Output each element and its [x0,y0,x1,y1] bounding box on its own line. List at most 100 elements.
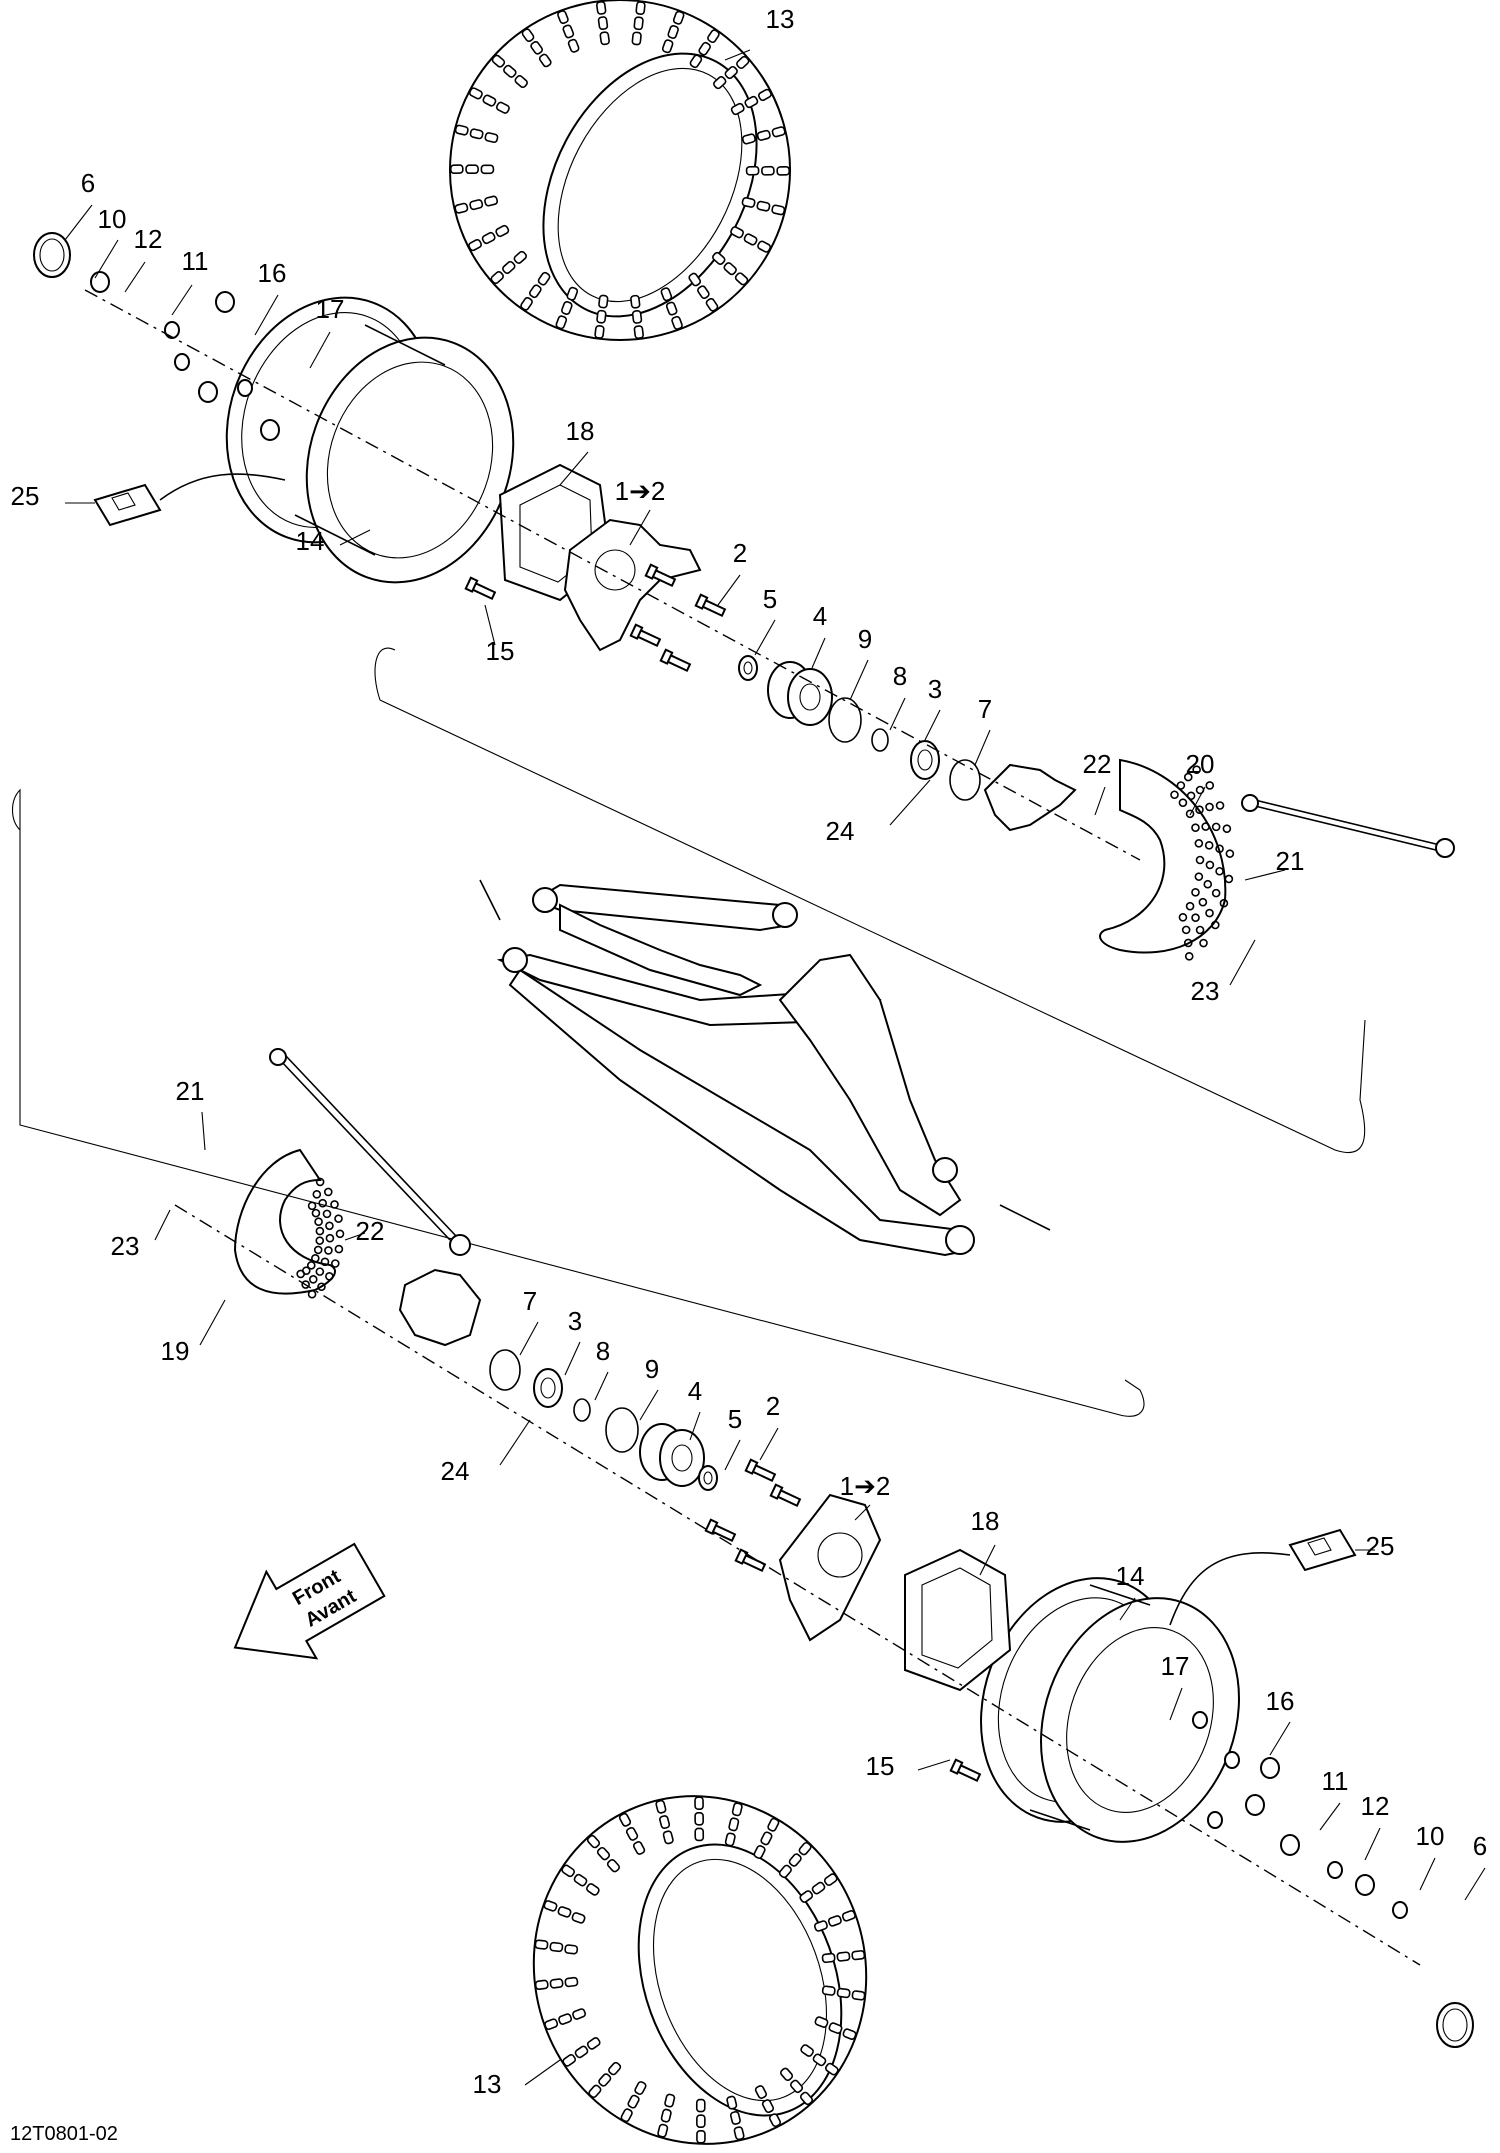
callout-c10a[interactable]: 10 [98,204,127,234]
washer[interactable] [164,321,180,339]
brake-disc-lower[interactable] [233,1148,345,1299]
callout-c15b[interactable]: 15 [866,1751,895,1781]
callout-c11a[interactable]: 11 [182,246,209,276]
callout-c22b[interactable]: 22 [356,1216,385,1246]
rim-lower[interactable] [948,1550,1272,1870]
wheel-nut[interactable] [1355,1874,1375,1896]
callout-c25a[interactable]: 25 [11,481,40,511]
wheel-nut[interactable] [1280,1834,1300,1856]
callout-c2a[interactable]: 2 [733,538,747,568]
oring-small-upper[interactable] [871,728,889,752]
callout-c7b[interactable]: 7 [523,1286,537,1316]
hardware[interactable] [33,232,1474,2048]
callout-c3a[interactable]: 3 [928,674,942,704]
hub-cap-lower[interactable] [1436,2002,1474,2048]
decal-upper[interactable] [93,483,162,527]
tie-rod-upper[interactable] [1241,794,1455,858]
wheel-nut[interactable] [215,291,235,313]
callout-c6b[interactable]: 6 [1473,1831,1487,1861]
callout-c10b[interactable]: 10 [1416,1821,1445,1851]
disc-hole [311,1253,320,1263]
callout-c8a[interactable]: 8 [893,661,907,691]
oring-lower[interactable] [489,1349,521,1391]
callout-c6a[interactable]: 6 [81,168,95,198]
tire-lower[interactable] [485,1749,915,2153]
callout-c17a[interactable]: 17 [316,294,345,324]
callout-c23a[interactable]: 23 [1191,976,1220,1006]
callout-c3b[interactable]: 3 [568,1306,582,1336]
callout-c11b[interactable]: 11 [1322,1766,1349,1796]
disc-hole [1178,798,1188,807]
callout-c8b[interactable]: 8 [596,1336,610,1366]
tread-block [513,250,527,264]
callout-c21a[interactable]: 21 [1276,846,1305,876]
callout-c14a[interactable]: 14 [296,526,325,556]
bearing-upper[interactable] [767,661,833,726]
hub-cap-upper[interactable] [33,232,71,278]
callout-c21b[interactable]: 21 [176,1076,205,1106]
lower-a-arm[interactable] [496,947,975,1257]
tie-rod-lower[interactable] [269,1048,471,1256]
washer-upper[interactable] [738,655,758,681]
callout-c13b[interactable]: 13 [473,2069,502,2099]
callout-c18b[interactable]: 18 [971,1506,1000,1536]
brake-disc-upper[interactable] [1099,758,1235,961]
callout-c14b[interactable]: 14 [1116,1561,1145,1591]
gasket-lower[interactable] [904,1548,1012,1692]
callout-c5b[interactable]: 5 [728,1404,742,1434]
washer[interactable] [1392,1901,1408,1919]
washer[interactable] [174,353,190,371]
callout-c16b[interactable]: 16 [1266,1686,1295,1716]
seal-upper[interactable] [910,740,940,780]
callout-c15a[interactable]: 15 [486,636,515,666]
callout-c22a[interactable]: 22 [1083,749,1112,779]
knuckle-lower[interactable] [778,1493,882,1642]
callout-c12a[interactable]: 12 [134,224,163,254]
oring-upper[interactable] [949,759,981,801]
callout-c1a[interactable]: 1➔2 [615,476,666,506]
tire-upper[interactable] [390,0,850,400]
callout-c9a[interactable]: 9 [858,624,872,654]
callout-c9b[interactable]: 9 [645,1354,659,1384]
wheel-nut[interactable] [198,381,218,403]
washer[interactable] [1327,1861,1343,1879]
circlip-upper[interactable] [828,697,862,743]
upper-a-arm[interactable] [532,883,798,997]
rim-upper[interactable] [193,268,546,611]
callout-c5a[interactable]: 5 [763,584,777,614]
washer[interactable] [1224,1751,1240,1769]
hub-carrier-upper[interactable] [983,763,1077,832]
wheel-nut[interactable] [1260,1757,1280,1779]
disc-hole [1194,839,1204,848]
callout-c2b[interactable]: 2 [766,1391,780,1421]
callout-c4b[interactable]: 4 [688,1376,702,1406]
seal-lower[interactable] [533,1368,563,1408]
circlip-lower[interactable] [605,1407,639,1453]
bearing-lower[interactable] [639,1423,705,1487]
callout-c7a[interactable]: 7 [978,694,992,724]
callout-c16a[interactable]: 16 [258,258,287,288]
callout-c13a[interactable]: 13 [766,4,795,34]
callout-c4a[interactable]: 4 [813,601,827,631]
wheel-nut[interactable] [1245,1794,1265,1816]
callout-c1b[interactable]: 1➔2 [840,1471,891,1501]
callout-c24b[interactable]: 24 [441,1456,470,1486]
callout-c17b[interactable]: 17 [1161,1651,1190,1681]
callout-c23b[interactable]: 23 [111,1231,140,1261]
washer[interactable] [237,379,253,397]
wheel-nut[interactable] [90,271,110,293]
callout-c24a[interactable]: 24 [826,816,855,846]
decal-lower[interactable] [1288,1528,1357,1572]
callout-c12b[interactable]: 12 [1361,1791,1390,1821]
callout-c20a[interactable]: 20 [1186,749,1215,779]
callout-c19b[interactable]: 19 [161,1336,190,1366]
callout-c18a[interactable]: 18 [566,416,595,446]
washer[interactable] [1207,1811,1223,1829]
wheel-nut[interactable] [260,419,280,441]
callout-c25b[interactable]: 25 [1366,1531,1395,1561]
washer-lower[interactable] [698,1465,718,1491]
hub-carrier-lower[interactable] [398,1268,482,1347]
oring-small-lower[interactable] [573,1398,591,1422]
washer[interactable] [1192,1711,1208,1729]
tread-block [734,272,749,286]
